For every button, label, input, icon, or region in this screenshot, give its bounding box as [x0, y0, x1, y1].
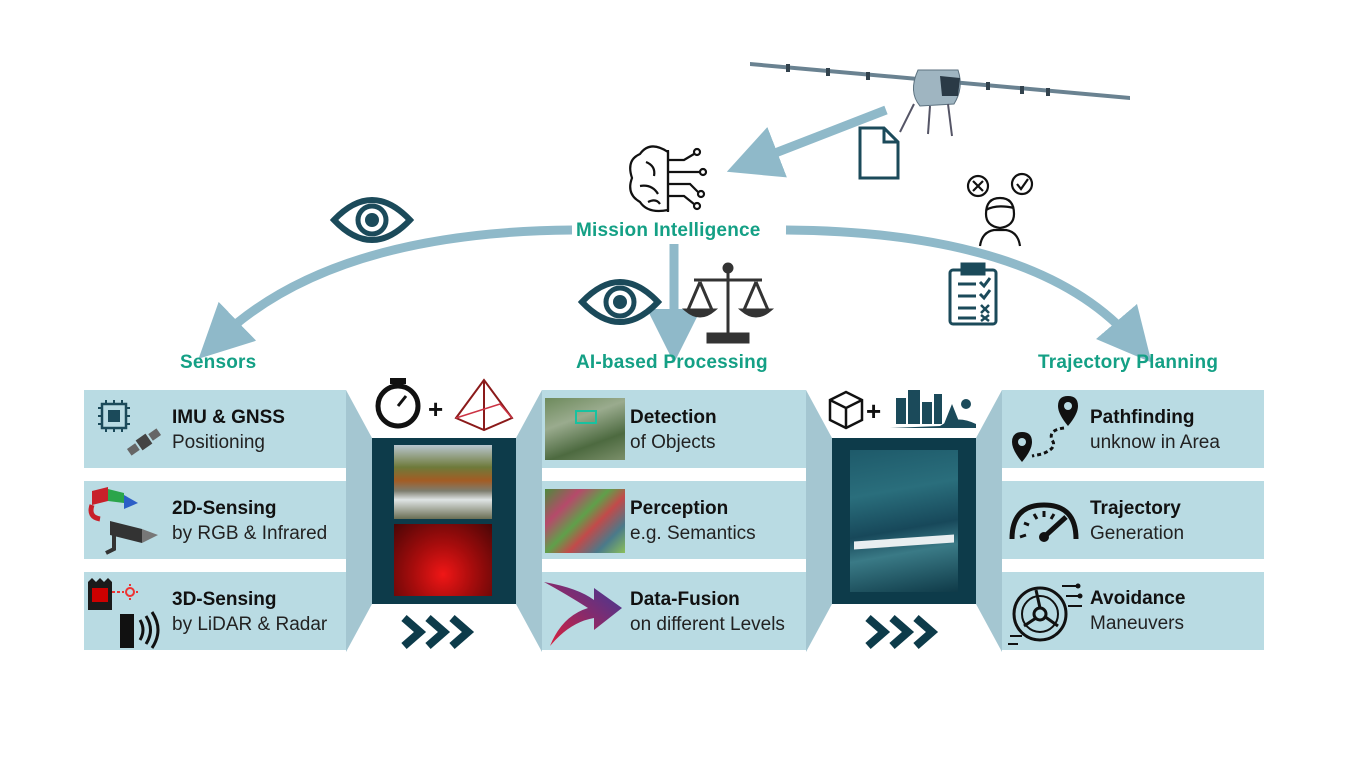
sensor-box-3d: 3D-Sensing by LiDAR & Radar — [84, 572, 346, 650]
planning-subtitle-avoidance: Maneuvers — [1090, 613, 1184, 634]
sensor-image-panel — [372, 438, 516, 604]
planning-box-pathfinding: Pathfinding unknow in Area — [1002, 390, 1264, 468]
satellite-icon — [126, 428, 162, 456]
processing-title-perception: Perception — [630, 498, 729, 519]
document-icon — [858, 126, 900, 180]
plus-right: + — [866, 396, 882, 426]
planning-box-avoidance: Avoidance Maneuvers — [1002, 572, 1264, 650]
processing-subtitle-perception: e.g. Semantics — [630, 523, 756, 544]
connector-left-b — [516, 390, 542, 652]
chevrons-icon — [865, 614, 939, 650]
fusion-image-panel — [832, 438, 976, 604]
perception-image — [545, 489, 625, 553]
avoidance-icon — [1008, 583, 1083, 645]
speedometer-icon — [1009, 502, 1079, 542]
3d-map-image — [850, 450, 958, 592]
sensor-subtitle-2d: by RGB & Infrared — [172, 523, 328, 544]
chevrons-icon — [401, 614, 475, 650]
connector-right — [806, 390, 832, 652]
processing-subtitle-fusion: on different Levels — [630, 614, 785, 635]
checklist-icon — [948, 262, 998, 326]
connector-left — [346, 390, 372, 652]
fusion-arrow-icon — [544, 582, 622, 646]
sensor-subtitle-imu: Positioning — [172, 432, 265, 453]
eye-icon — [577, 279, 663, 325]
arrow-to-planning — [785, 225, 1152, 363]
eye-icon — [329, 197, 415, 243]
brain-icon — [629, 145, 708, 213]
frustum-icon — [454, 378, 514, 432]
connector-right-b — [976, 390, 1002, 652]
lidar-image — [394, 524, 492, 596]
drone-image — [750, 62, 1130, 137]
arrow-to-sensors — [198, 225, 573, 359]
arrow-drone-to-brain — [726, 105, 888, 178]
processing-title-fusion: Data-Fusion — [630, 589, 740, 610]
planning-heading: Trajectory Planning — [1038, 352, 1219, 373]
detection-box-marker — [575, 410, 597, 424]
infrared-camera-icon — [105, 521, 158, 555]
sensor-title-2d: 2D-Sensing — [172, 498, 277, 519]
stopwatch-icon — [375, 378, 421, 429]
3d-map-highlight — [854, 534, 954, 550]
processing-box-detection: Detection of Objects — [542, 390, 806, 468]
rgb-image — [394, 445, 492, 519]
sensor-title-3d: 3D-Sensing — [172, 589, 277, 610]
route-icon — [1012, 396, 1078, 462]
radar-icon — [120, 611, 160, 649]
plus-left: + — [428, 394, 444, 424]
chip-icon — [98, 400, 130, 432]
sensor-box-imu: IMU & GNSS Positioning — [84, 390, 346, 468]
planning-title-trajectory: Trajectory — [1090, 498, 1181, 519]
rgb-camera-icon — [88, 487, 138, 522]
planning-title-avoidance: Avoidance — [1090, 588, 1186, 609]
planning-title-pathfinding: Pathfinding — [1090, 407, 1195, 428]
processing-heading: AI-based Processing — [576, 352, 768, 373]
scale-icon — [681, 262, 775, 344]
city-map-icon — [890, 390, 976, 428]
sensor-subtitle-3d: by LiDAR & Radar — [172, 614, 328, 635]
sensors-heading: Sensors — [180, 352, 257, 373]
processing-title-detection: Detection — [630, 407, 717, 428]
sensor-title-imu: IMU & GNSS — [172, 407, 285, 428]
sensor-box-2d: 2D-Sensing by RGB & Infrared — [84, 481, 346, 559]
planning-box-trajectory: Trajectory Generation — [1002, 481, 1264, 559]
processing-box-perception: Perception e.g. Semantics — [542, 481, 806, 559]
planning-subtitle-trajectory: Generation — [1090, 523, 1185, 544]
processing-box-fusion: Data-Fusion on different Levels — [542, 572, 806, 650]
person-decision-icon — [966, 172, 1034, 247]
planning-subtitle-pathfinding: unknow in Area — [1090, 432, 1220, 453]
mission-intelligence-label: Mission Intelligence — [576, 220, 761, 241]
lidar-icon — [88, 578, 138, 610]
cube-icon — [828, 390, 864, 430]
processing-subtitle-detection: of Objects — [630, 432, 716, 453]
detection-image — [545, 398, 625, 460]
